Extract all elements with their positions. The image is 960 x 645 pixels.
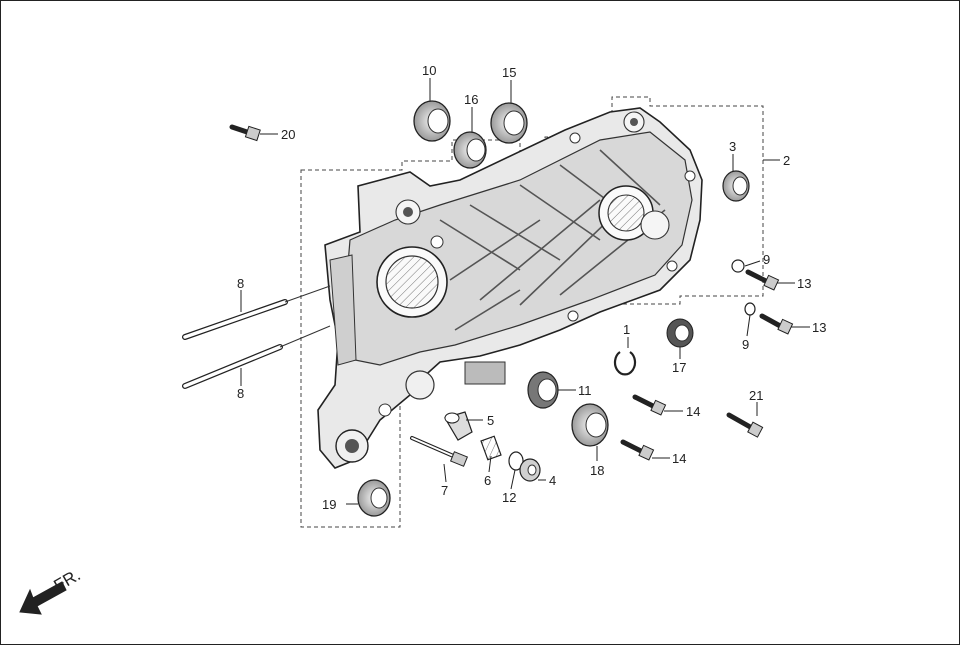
callout-21: 21 <box>749 388 763 403</box>
bushing-19 <box>357 479 391 517</box>
callout-8-lower: 8 <box>237 386 244 401</box>
bolt-21 <box>726 412 764 438</box>
callout-4: 4 <box>549 473 556 488</box>
plug-5 <box>444 411 473 441</box>
callout-16: 16 <box>464 92 478 107</box>
washer-12 <box>508 451 524 471</box>
bolt-13-upper <box>745 269 780 291</box>
callout-18: 18 <box>590 463 604 478</box>
spring-6 <box>480 435 502 461</box>
oil-seal-11 <box>527 371 559 409</box>
bolt-14-lower <box>620 439 655 461</box>
washer-9-upper <box>731 259 745 273</box>
stud-bolt-lower <box>182 325 331 389</box>
bolt-14-upper <box>632 394 667 416</box>
oil-seal-17 <box>666 318 694 348</box>
callout-12: 12 <box>502 490 516 505</box>
callout-5: 5 <box>487 413 494 428</box>
shaft-7 <box>410 436 469 467</box>
crankcase-cover <box>317 107 703 469</box>
callout-14-upper: 14 <box>686 404 700 419</box>
bolt-20 <box>229 124 261 142</box>
callout-3: 3 <box>729 139 736 154</box>
callout-17: 17 <box>672 360 686 375</box>
callout-8-upper: 8 <box>237 276 244 291</box>
callout-labels: 1 2 3 4 5 6 7 8 8 9 9 10 11 12 13 13 14 … <box>237 63 826 512</box>
nut-4 <box>519 458 541 482</box>
callout-6: 6 <box>484 473 491 488</box>
callout-13-lower: 13 <box>812 320 826 335</box>
callout-10: 10 <box>422 63 436 78</box>
bearing-10 <box>413 100 451 142</box>
callout-11: 11 <box>578 383 592 398</box>
callout-15: 15 <box>502 65 516 80</box>
front-direction-indicator: FR. <box>19 565 84 615</box>
bushing-3 <box>722 170 750 202</box>
callout-9-upper: 9 <box>763 252 770 267</box>
washer-9-lower <box>744 302 756 316</box>
bearing-15 <box>490 102 528 144</box>
callout-2: 2 <box>783 153 790 168</box>
leader-lines <box>240 78 810 505</box>
circlip-1 <box>613 351 637 376</box>
bolt-13-lower <box>759 313 794 335</box>
stud-bolt-upper <box>182 285 331 340</box>
bearing-18 <box>571 403 609 447</box>
callout-20: 20 <box>281 127 295 142</box>
callout-14-lower: 14 <box>672 451 686 466</box>
callout-19: 19 <box>322 497 336 512</box>
callout-13-upper: 13 <box>797 276 811 291</box>
callout-1: 1 <box>623 322 630 337</box>
bearing-16 <box>453 131 487 169</box>
callout-7: 7 <box>441 483 448 498</box>
callout-9-lower: 9 <box>742 337 749 352</box>
front-arrow-icon <box>19 581 67 615</box>
